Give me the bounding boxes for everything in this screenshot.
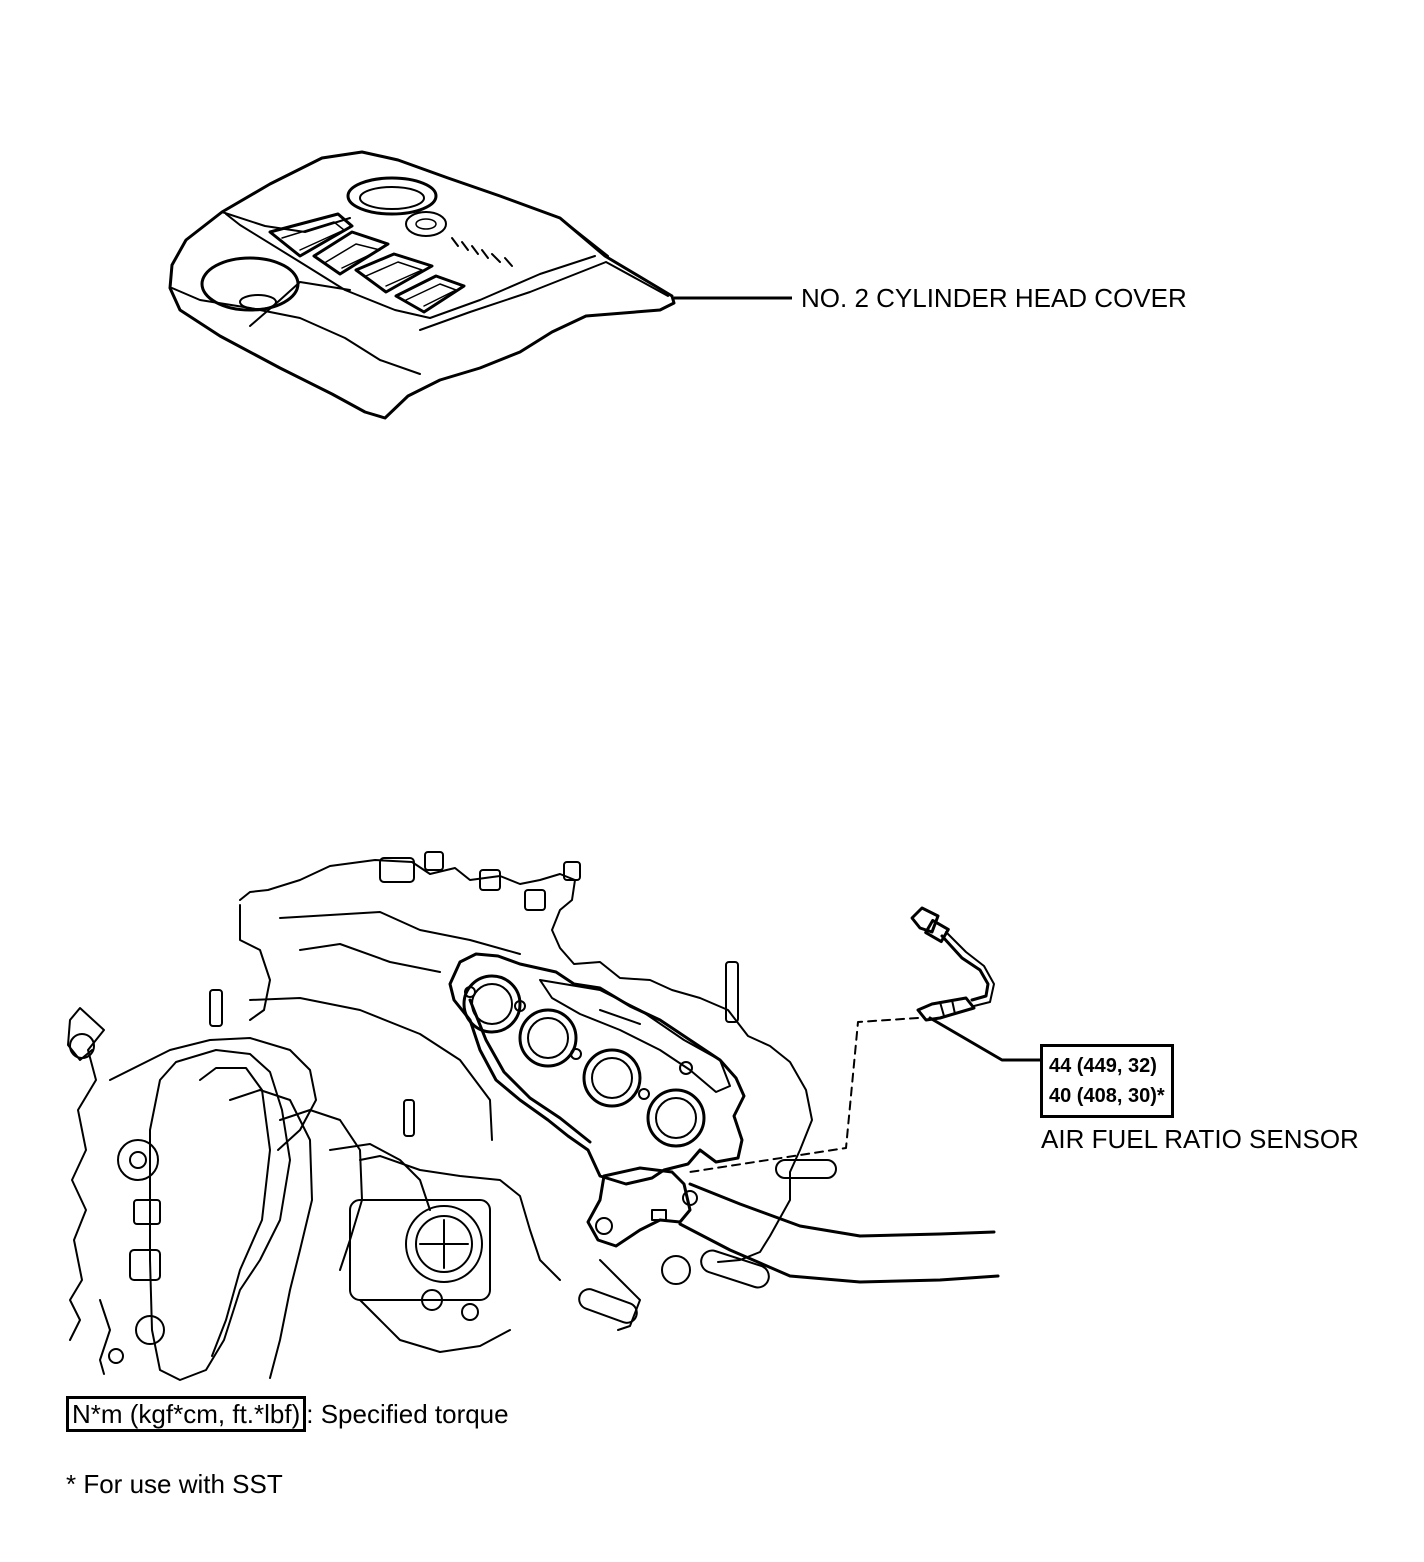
- cylinder-head-cover-label: NO. 2 CYLINDER HEAD COVER: [801, 283, 1187, 313]
- sst-footnote: * For use with SST: [66, 1469, 283, 1499]
- cylinder-head-cover-drawing: [168, 150, 676, 420]
- torque-spec-line-1: 44 (449, 32): [1049, 1055, 1157, 1077]
- torque-spec-box: 44 (449, 32) 40 (408, 30)*: [1040, 1044, 1174, 1118]
- torque-legend-unit-box: N*m (kgf*cm, ft.*lbf): [66, 1396, 307, 1432]
- torque-legend-description: : Specified torque: [306, 1399, 509, 1429]
- exhaust-manifold-drawing: [448, 952, 1000, 1284]
- torque-spec-line-2: 40 (408, 30)*: [1049, 1085, 1165, 1107]
- air-fuel-ratio-sensor-drawing: [689, 906, 1044, 1173]
- torque-legend: N*m (kgf*cm, ft.*lbf): Specified torque: [66, 1396, 509, 1432]
- air-fuel-ratio-sensor-label: AIR FUEL RATIO SENSOR: [1041, 1124, 1359, 1154]
- manifold-ports: [462, 974, 706, 1148]
- engine-assembly-drawing: [67, 851, 837, 1381]
